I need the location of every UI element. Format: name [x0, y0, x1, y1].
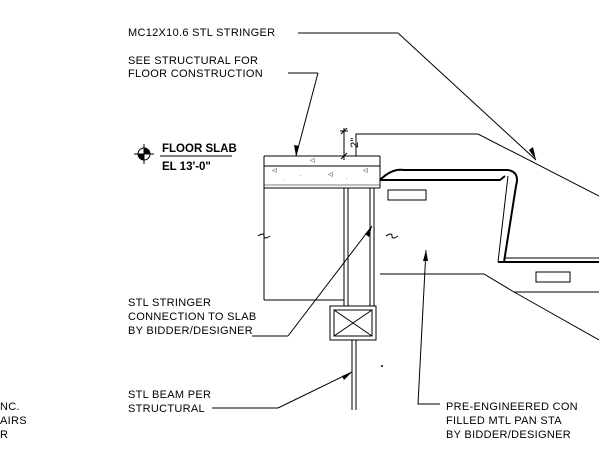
label-left-cut-1: NC. [0, 401, 20, 413]
floor-slab: ◁ · · ◁ · ◁ ◁ [263, 155, 381, 189]
label-floor-slab: FLOOR SLAB [162, 143, 237, 155]
label-beam-2: STRUCTURAL [128, 403, 205, 415]
label-connection-1: STL STRINGER [128, 297, 211, 309]
label-stair-2: FILLED MTL PAN STA [446, 415, 562, 427]
svg-text:◁: ◁ [272, 168, 277, 174]
leader-stair [417, 249, 440, 405]
svg-text:·: · [346, 176, 348, 182]
label-left-cut-2: AIRS [0, 415, 27, 427]
dimension-2in: 2" [340, 127, 361, 160]
label-dimension: 2" [349, 137, 361, 148]
label-structural-1: SEE STRUCTURAL FOR [128, 55, 258, 67]
label-stair-3: BY BIDDER/DESIGNER [446, 429, 571, 441]
svg-text:·: · [283, 177, 285, 183]
connection-plate [329, 305, 377, 341]
label-structural-2: FLOOR CONSTRUCTION [128, 68, 263, 80]
label-stringer: MC12X10.6 STL STRINGER [128, 27, 275, 39]
svg-text:◁: ◁ [363, 168, 368, 174]
elevation-marker-fill [144, 148, 150, 154]
break-lines [257, 188, 399, 300]
stair-pan [264, 133, 599, 341]
stringer-column [329, 188, 377, 410]
label-connection-2: CONNECTION TO SLAB [128, 311, 256, 323]
svg-text:◁: ◁ [328, 172, 333, 178]
label-elevation: EL 13'-0" [162, 161, 211, 173]
label-beam-1: STL BEAM PER [128, 389, 211, 401]
label-stair-1: PRE-ENGINEERED CON [446, 401, 578, 413]
svg-text:·: · [300, 173, 302, 179]
svg-text:◁: ◁ [310, 158, 315, 164]
label-left-cut-3: R [0, 429, 8, 441]
floor-slab-tag: FLOOR SLAB EL 13'-0" [134, 143, 237, 173]
label-connection-3: BY BIDDER/DESIGNER [128, 325, 253, 337]
elevation-marker-fill-2 [138, 154, 144, 160]
